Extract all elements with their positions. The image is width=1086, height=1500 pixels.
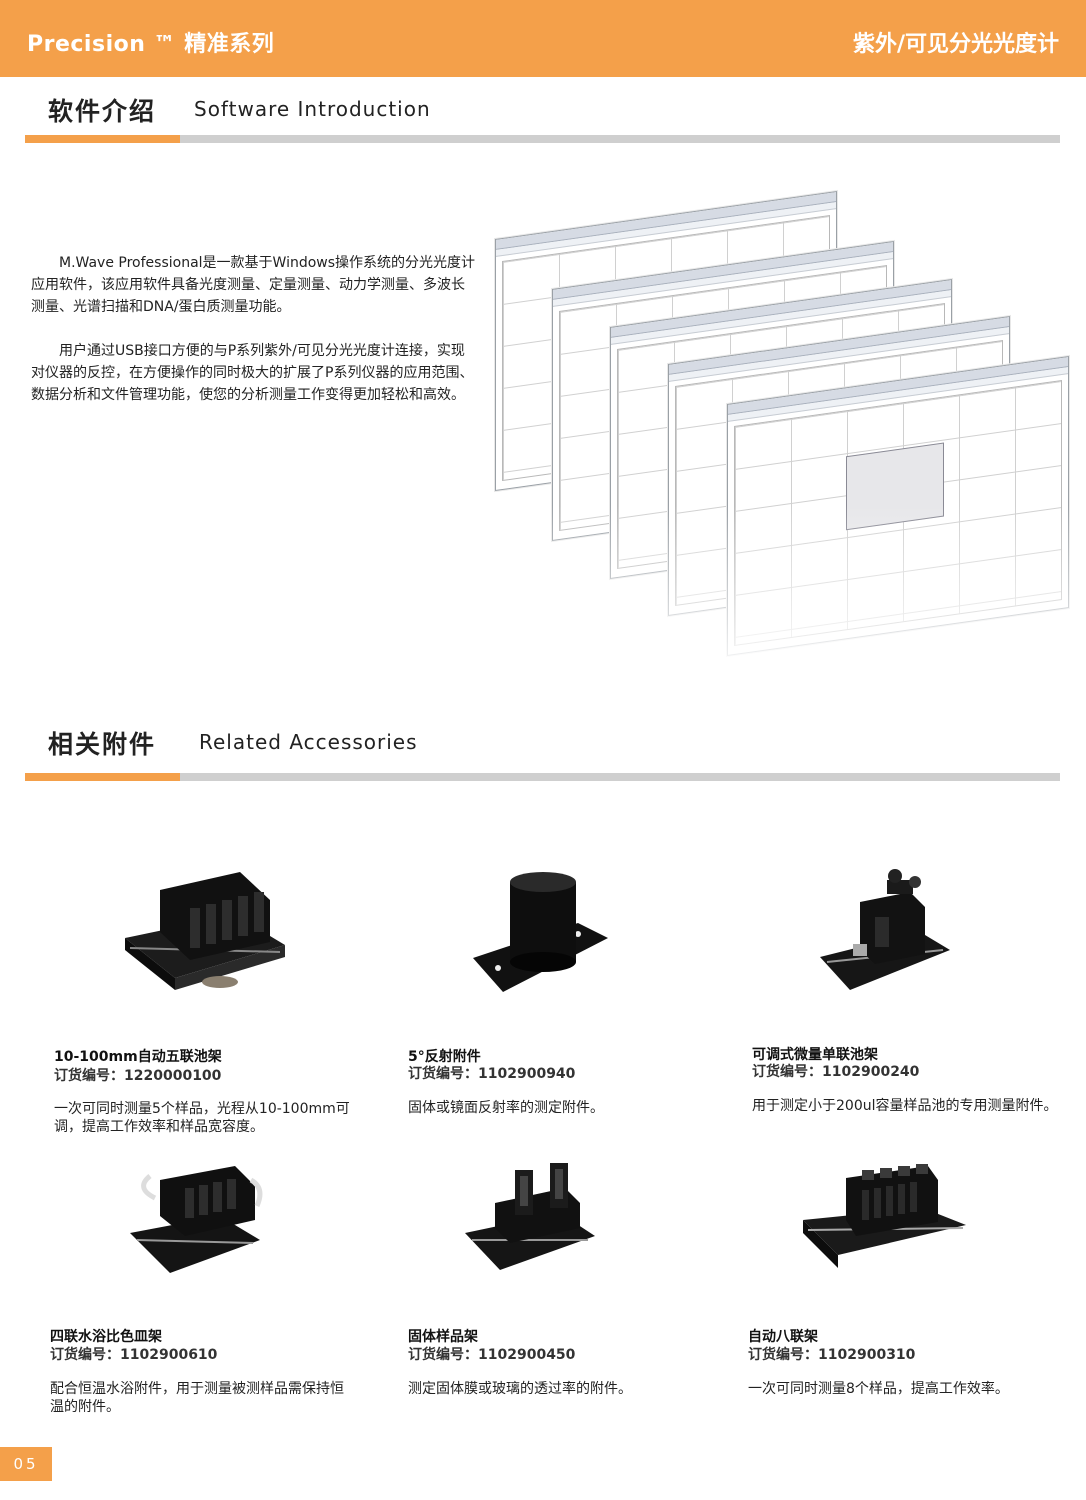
solid-sample-holder-icon — [465, 1163, 595, 1270]
accessory-description: 测定固体膜或玻璃的透过率的附件。 — [408, 1381, 632, 1397]
accessory-description: 配合恒温水浴附件，用于测量被测样品需保持恒温的附件。 — [50, 1381, 344, 1415]
software-section-title-cn: 软件介绍 — [48, 97, 157, 126]
accessory-order-code: 订货编号：1102900450 — [408, 1347, 576, 1363]
reflectance-accessory-icon — [473, 872, 608, 992]
software-paragraph-1: M.Wave Professional是一款基于Windows操作系统的分光光度… — [31, 255, 476, 315]
software-paragraph-2: 用户通过USB接口方便的与P系列紫外/可见分光光度计连接，实现对仪器的反控，在方… — [31, 343, 474, 403]
page-number: 05 — [0, 1447, 52, 1481]
software-section-accent — [25, 135, 180, 143]
product-category-title: 紫外/可见分光光度计 — [852, 32, 1059, 57]
top-header-bar: Precision ™ 精准系列 紫外/可见分光光度计 — [0, 0, 1086, 77]
accessories-section-accent — [25, 773, 180, 781]
screenshot-fade — [490, 505, 1070, 685]
accessory-order-code: 订货编号：1102900610 — [50, 1347, 218, 1363]
accessory-order-code: 订货编号：1220000100 — [54, 1068, 222, 1084]
micro-cell-holder-icon — [820, 869, 950, 990]
accessories-section-title-cn: 相关附件 — [48, 730, 157, 759]
accessory-order-code: 订货编号：1102900310 — [748, 1347, 916, 1363]
accessory-order-code: 订货编号：1102900940 — [408, 1066, 576, 1082]
accessory-name: 四联水浴比色皿架 — [50, 1329, 162, 1345]
accessory-name: 10-100mm自动五联池架 — [54, 1049, 222, 1065]
accessory-name: 5°反射附件 — [408, 1049, 481, 1065]
accessory-description: 用于测定小于200ul容量样品池的专用测量附件。 — [752, 1098, 1058, 1114]
series-title: Precision ™ 精准系列 — [27, 32, 275, 57]
software-section-title-en: Software Introduction — [194, 97, 431, 121]
accessory-name: 自动八联架 — [748, 1329, 818, 1345]
accessory-name: 可调式微量单联池架 — [752, 1047, 878, 1063]
eight-cell-holder-icon — [803, 1164, 966, 1268]
accessory-order-code: 订货编号：1102900240 — [752, 1064, 920, 1080]
software-section-divider — [25, 135, 1060, 143]
water-bath-holder-icon — [130, 1166, 263, 1273]
accessory-description: 固体或镜面反射率的测定附件。 — [408, 1100, 604, 1116]
accessories-section-title-en: Related Accessories — [199, 730, 418, 754]
accessory-name: 固体样品架 — [408, 1329, 478, 1345]
accessories-section-divider — [25, 773, 1060, 781]
accessory-description: 一次可同时测量8个样品，提高工作效率。 — [748, 1381, 1009, 1397]
five-cell-holder-icon — [125, 872, 285, 990]
software-screenshots — [490, 175, 1070, 685]
accessory-description: 一次可同时测量5个样品，光程从10-100mm可调，提高工作效率和样品宽容度。 — [54, 1101, 350, 1135]
software-description: M.Wave Professional是一款基于Windows操作系统的分光光度… — [31, 252, 476, 428]
